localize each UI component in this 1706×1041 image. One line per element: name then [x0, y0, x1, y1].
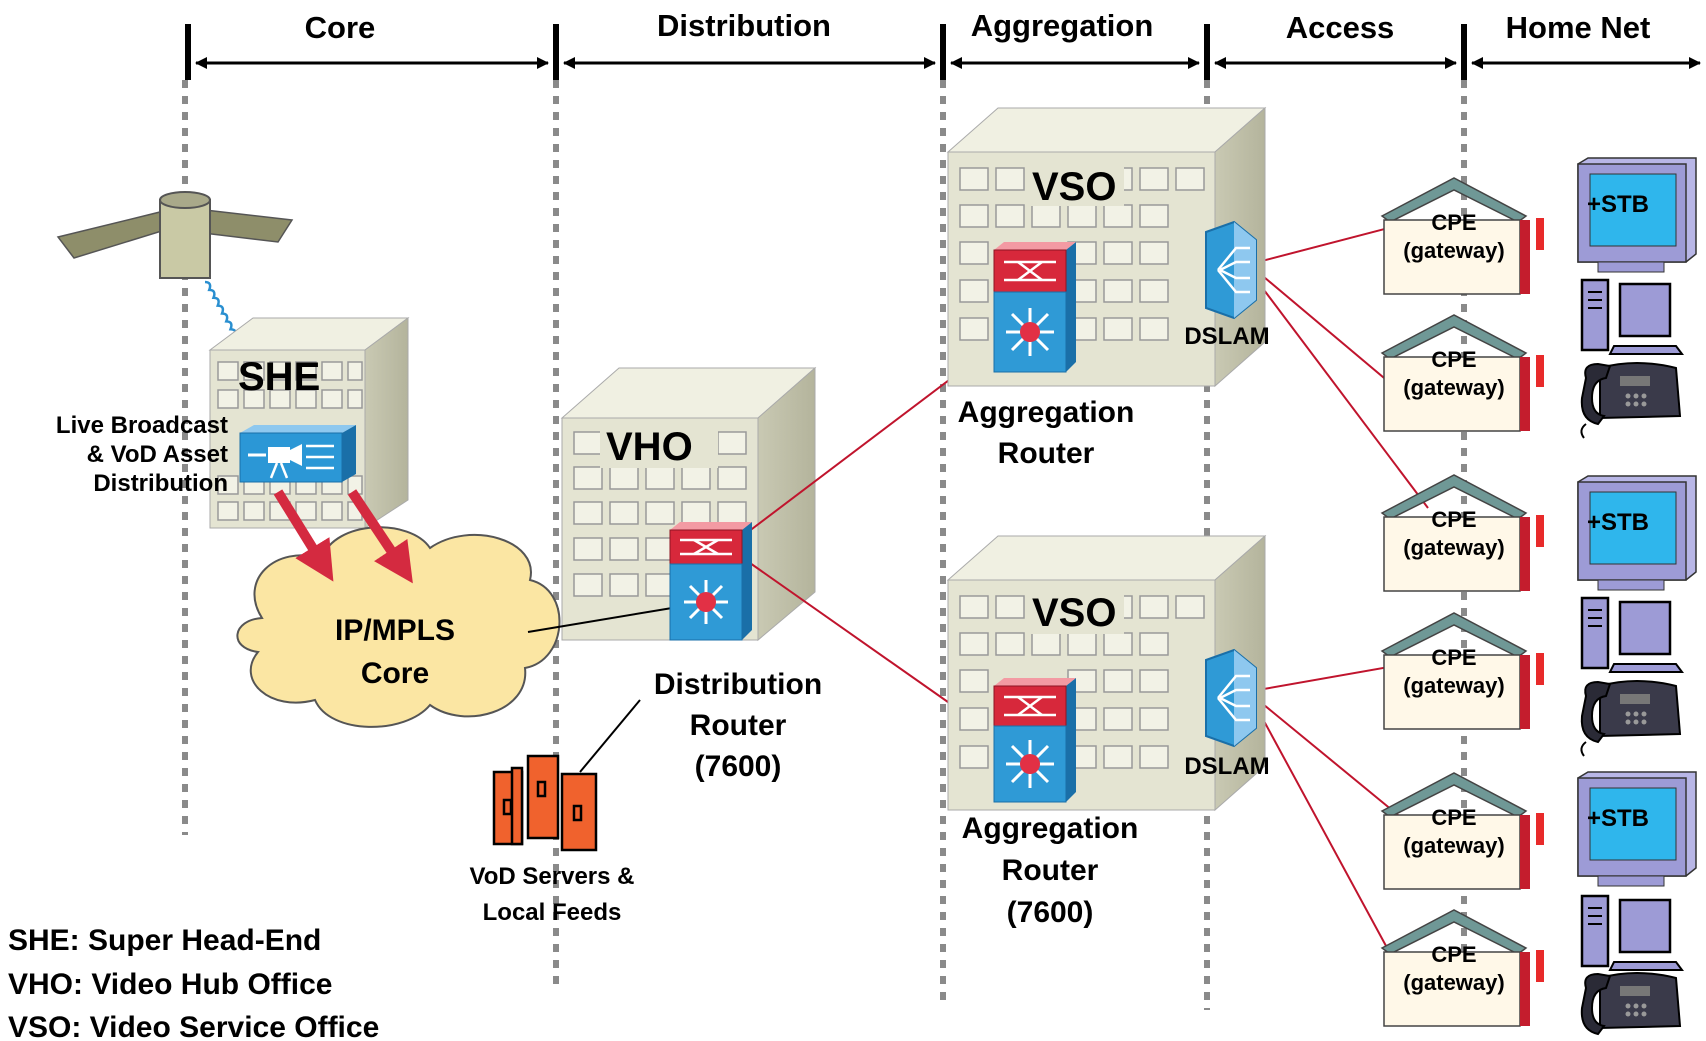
cpe-gateway-4: CPE (gateway) [1380, 612, 1544, 730]
phone-icon-3 [1580, 972, 1682, 1036]
vod-servers-label: VoD Servers & Local Feeds [470, 863, 635, 926]
svg-text:(7600): (7600) [1007, 896, 1094, 929]
svg-text:CPE: CPE [1431, 507, 1476, 532]
aggregation-router-bottom-label: Aggregation Router (7600) [962, 812, 1139, 929]
segment-labels: Core Distribution Aggregation Access Hom… [305, 8, 1651, 45]
svg-text:(7600): (7600) [695, 750, 782, 783]
dslam-bottom-icon: DSLAM [1184, 648, 1270, 780]
vod-servers-icon [492, 754, 598, 852]
ip-mpls-label-line1: IP/MPLS [335, 614, 455, 647]
svg-text:CPE: CPE [1431, 805, 1476, 830]
she-label: SHE [238, 355, 320, 399]
aggregation-router-top-icon [993, 242, 1076, 373]
she-function-label: Live Broadcast & VoD Asset Distribution [56, 412, 228, 497]
svg-text:CPE: CPE [1431, 942, 1476, 967]
segment-distribution-label: Distribution [657, 8, 831, 43]
svg-text:VoD Servers &: VoD Servers & [470, 863, 635, 890]
distribution-router-label: Distribution Router (7600) [654, 668, 822, 783]
vho-label: VHO [606, 425, 693, 469]
svg-text:(gateway): (gateway) [1403, 673, 1504, 698]
svg-text:+STB: +STB [1587, 191, 1649, 218]
cpe-gateway-5: CPE (gateway) [1380, 772, 1544, 890]
svg-text:Aggregation: Aggregation [958, 396, 1135, 429]
dslam-top-icon: DSLAM [1184, 220, 1270, 350]
svg-text:Distribution: Distribution [654, 668, 822, 701]
legend-vso: VSO: Video Service Office [8, 1011, 379, 1041]
dslam-top-label: DSLAM [1184, 323, 1269, 350]
tv-stb-icon-3: +STB [1577, 771, 1697, 887]
svg-text:CPE: CPE [1431, 347, 1476, 372]
she-building: SHE [208, 317, 410, 529]
svg-text:Local Feeds: Local Feeds [483, 899, 622, 926]
svg-text:Router: Router [998, 437, 1095, 470]
ip-mpls-label-line2: Core [361, 657, 429, 690]
segment-homenet-label: Home Net [1506, 10, 1651, 45]
dslam-bottom-label: DSLAM [1184, 753, 1269, 780]
cpe-gateway-1: CPE (gateway) [1380, 177, 1544, 295]
tv-stb-icon-1: +STB [1577, 157, 1697, 273]
svg-text:(gateway): (gateway) [1403, 375, 1504, 400]
svg-text:Distribution: Distribution [93, 470, 228, 497]
broadcast-distribution-icon [239, 425, 356, 483]
svg-text:(gateway): (gateway) [1403, 833, 1504, 858]
distribution-router-icon [669, 522, 752, 641]
svg-text:(gateway): (gateway) [1403, 970, 1504, 995]
legend-she: SHE: Super Head-End [8, 924, 321, 957]
abbreviation-legend: SHE: Super Head-End VHO: Video Hub Offic… [8, 924, 379, 1041]
segment-aggregation-label: Aggregation [971, 8, 1154, 43]
svg-text:Router: Router [690, 709, 787, 742]
svg-text:+STB: +STB [1587, 805, 1649, 832]
vso-bottom-label: VSO [1032, 591, 1116, 635]
phone-icon-2 [1580, 680, 1682, 757]
svg-text:+STB: +STB [1587, 509, 1649, 536]
segment-core-label: Core [305, 10, 376, 45]
tv-stb-icon-2: +STB [1577, 475, 1697, 591]
phone-icon-1 [1580, 362, 1682, 439]
svg-text:CPE: CPE [1431, 210, 1476, 235]
vso-bottom-building: VSO [946, 534, 1267, 812]
network-links [527, 224, 1429, 969]
cpe-gateway-2: CPE (gateway) [1380, 314, 1544, 432]
svg-text:Live Broadcast: Live Broadcast [56, 412, 228, 439]
svg-text:Router: Router [1002, 854, 1099, 887]
pc-icon-3 [1580, 894, 1684, 971]
svg-text:(gateway): (gateway) [1403, 238, 1504, 263]
aggregation-router-top-label: Aggregation Router [958, 396, 1135, 470]
pc-icon-1 [1580, 278, 1684, 355]
aggregation-router-bottom-icon [993, 678, 1076, 803]
cpe-gateway-3: CPE (gateway) [1380, 474, 1544, 592]
feed-arrows [273, 489, 413, 584]
satellite-icon [56, 191, 294, 362]
cpe-gateway-6: CPE (gateway) [1380, 909, 1544, 1027]
svg-text:CPE: CPE [1431, 645, 1476, 670]
segment-access-label: Access [1286, 10, 1395, 45]
svg-text:Aggregation: Aggregation [962, 812, 1139, 845]
legend-vho: VHO: Video Hub Office [8, 968, 332, 1001]
pc-icon-2 [1580, 596, 1684, 673]
vso-top-label: VSO [1032, 165, 1116, 209]
svg-text:(gateway): (gateway) [1403, 535, 1504, 560]
svg-text:& VoD Asset: & VoD Asset [87, 441, 228, 468]
